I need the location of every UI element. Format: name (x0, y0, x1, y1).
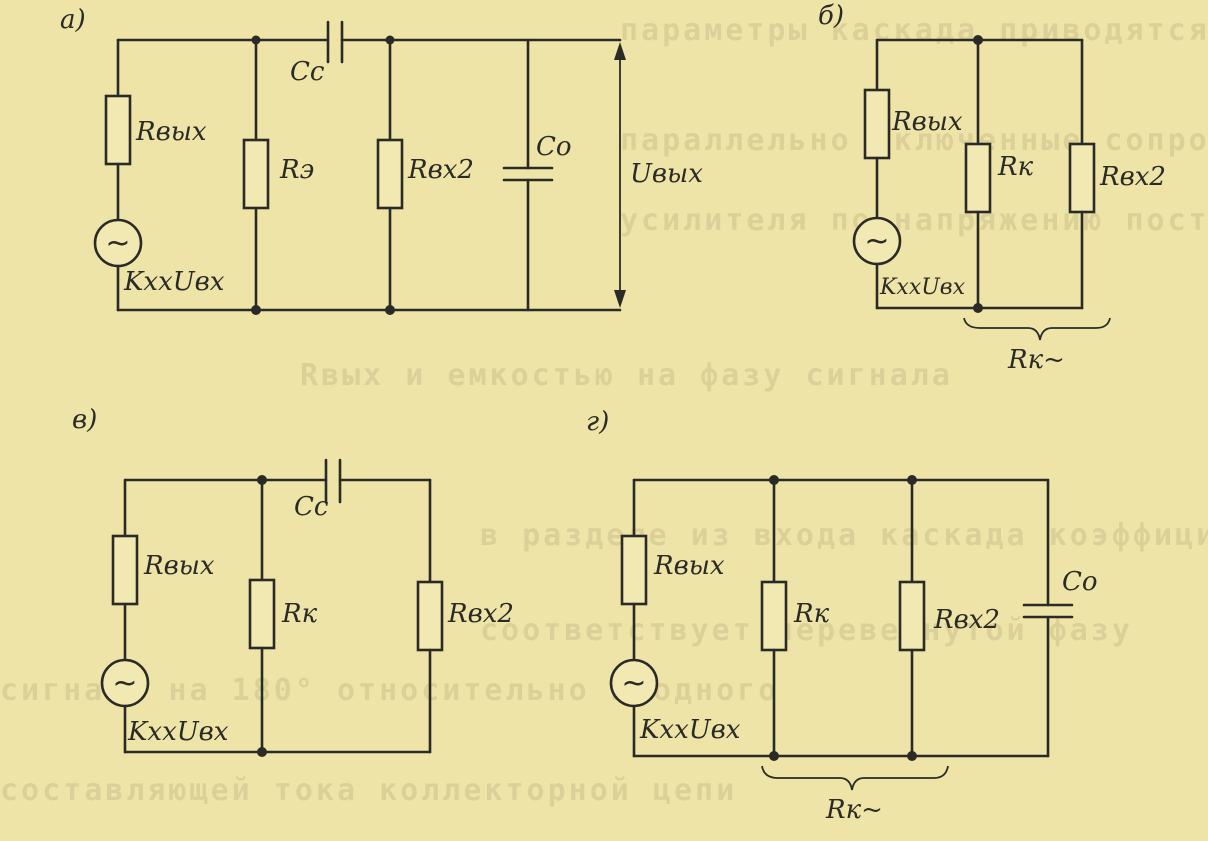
resistor-r-in2 (1068, 142, 1096, 214)
background-text-line: Rвых и емкостью на фазу сигнала (300, 358, 953, 393)
label-r-in2: Rвх2 (407, 155, 474, 185)
panel-b-letter: б) (818, 1, 844, 31)
junction-node (769, 751, 779, 761)
resistor-r-in2 (898, 580, 926, 652)
panel-a: а) ~ Rвых KxxUвх Rэ Cс Rвх2 Co (60, 5, 703, 315)
panel-g-letter: г) (586, 407, 609, 437)
panel-b: б) ~ Rвых KxxUвх Rк Rвх2 Rк~ (818, 1, 1166, 375)
junction-node (251, 305, 261, 315)
source-tilde: ~ (864, 224, 889, 259)
label-source: KxxUвх (123, 267, 225, 297)
resistor-r-out (104, 94, 132, 166)
label-r-k: Rк (997, 152, 1034, 182)
source-tilde: ~ (621, 666, 646, 701)
background-text: параметры каскада приводятся к виду пара… (0, 13, 1208, 808)
resistor-r-in2 (416, 580, 444, 652)
resistor-r-out (863, 88, 891, 160)
label-r-in2: Rвх2 (1099, 162, 1166, 192)
label-r-e: Rэ (279, 155, 314, 185)
resistor-r-e (242, 138, 270, 210)
label-r-k-ac: Rк~ (825, 795, 883, 825)
resistor-r-k (248, 578, 276, 650)
label-source: KxxUвх (879, 275, 966, 300)
label-r-out: Rвых (143, 551, 215, 581)
junction-node (257, 475, 267, 485)
label-c-c: Cс (294, 492, 329, 522)
junction-node (769, 475, 779, 485)
label-r-out: Rвых (891, 107, 963, 137)
source-tilde: ~ (112, 666, 137, 701)
arrow-head-icon (614, 290, 626, 308)
label-u-out: Uвых (630, 159, 703, 189)
label-r-in2: Rвх2 (447, 599, 514, 629)
label-source: KxxUвх (127, 717, 229, 747)
resistor-r-out (620, 534, 648, 606)
label-r-out: Rвых (653, 551, 725, 581)
brace (963, 317, 1111, 341)
resistor-r-out (111, 534, 139, 606)
junction-node (973, 303, 983, 313)
junction-node (385, 305, 395, 315)
label-r-k-ac: Rк~ (1007, 345, 1065, 375)
background-text-line: усилителя по напряжению поступают на вхо… (620, 203, 1208, 238)
junction-node (907, 751, 917, 761)
junction-node (973, 35, 983, 45)
panel-v-letter: в) (72, 405, 97, 435)
label-source: KxxUвх (639, 715, 741, 745)
resistor-r-k (964, 142, 992, 214)
label-c-o: Co (536, 132, 572, 162)
background-text-line: составляющей тока коллекторной цепи (0, 773, 737, 808)
junction-node (257, 747, 267, 757)
source-tilde: ~ (105, 226, 130, 261)
resistor-r-k (760, 580, 788, 652)
background-text-line: в разделе из входа каскада коэффициент (480, 518, 1208, 553)
label-r-k: Rк (281, 599, 318, 629)
junction-node (907, 475, 917, 485)
background-text-line: соответствует перевернутой фазу (480, 613, 1133, 648)
brace (761, 765, 949, 791)
junction-node (385, 35, 395, 45)
panel-g: г) ~ Rвых KxxUвх Rк Rвх2 Cо Rк (586, 407, 1098, 825)
background-text-line: параллельно включенные сопротивления (620, 123, 1208, 158)
panel-a-letter: а) (60, 5, 86, 35)
resistor-r-in2 (376, 138, 404, 210)
background-text-line: параметры каскада приводятся к виду (620, 13, 1208, 48)
label-c-c: Cс (290, 57, 325, 87)
panel-v: в) ~ Rвых KxxUвх Rк Cс Rвх2 (72, 405, 514, 757)
arrow-head-icon (614, 42, 626, 60)
label-r-out: Rвых (135, 117, 207, 147)
label-c-o: Cо (1062, 567, 1098, 597)
label-r-in2: Rвх2 (933, 605, 1000, 635)
junction-node (251, 35, 261, 45)
label-r-k: Rк (793, 599, 830, 629)
